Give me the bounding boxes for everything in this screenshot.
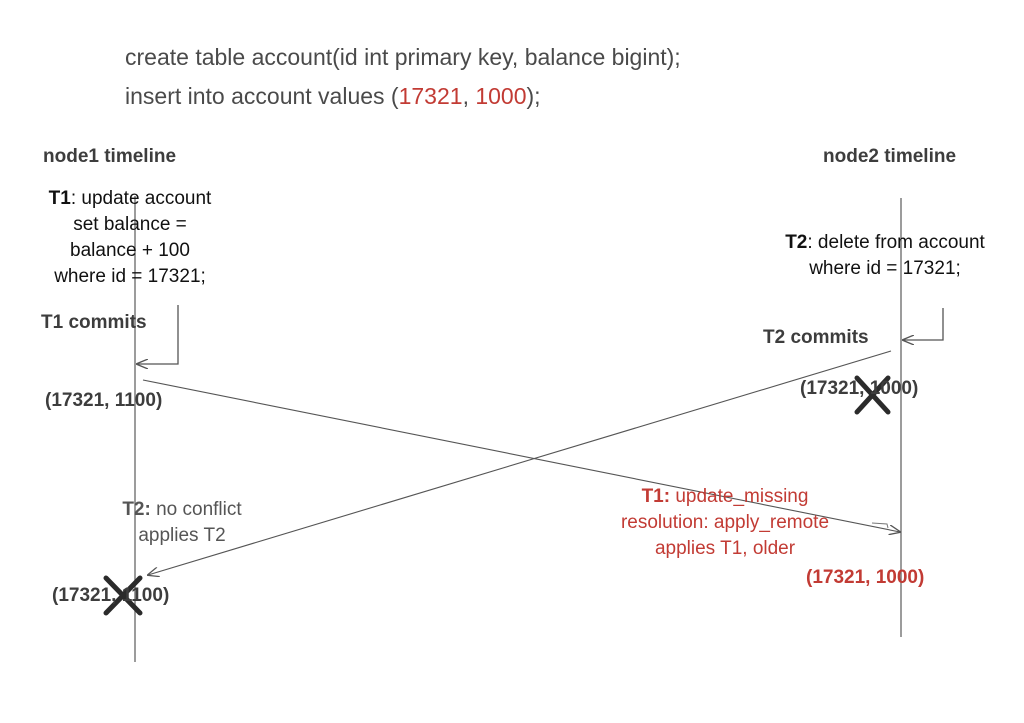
t1-arrival-tick xyxy=(871,522,889,529)
node1-tuple-final: (17321, 1100) xyxy=(52,585,170,606)
t2-statement-line-1: T2: delete from account xyxy=(755,230,1015,256)
t1-statement-line-4: where id = 17321; xyxy=(54,266,206,287)
t2-statement-line-2: where id = 17321; xyxy=(809,258,961,279)
t2-replication-arrow xyxy=(148,350,892,575)
t1-note-text-1: update_missing xyxy=(670,486,809,507)
t2-statement-text-1: : delete from account xyxy=(807,232,985,253)
sql-insert-statement: insert into account values (17321, 1000)… xyxy=(125,85,541,108)
node1-t2-note: T2: no conflict applies T2 xyxy=(82,497,282,549)
sql-insert-suffix: ); xyxy=(526,83,541,109)
node2-heading: node2 timeline xyxy=(823,146,957,167)
sql-create-statement: create table account(id int primary key,… xyxy=(125,44,681,70)
t1-statement-line-1: T1: update account xyxy=(30,186,230,212)
t2-note-line-1: T2: no conflict xyxy=(82,497,282,523)
x-cross-icon xyxy=(854,375,891,415)
t1-note-line-1: T1: update_missing xyxy=(590,484,860,510)
t1-statement-text-1: : update account xyxy=(70,188,212,209)
t1-note-label: T1: xyxy=(641,486,671,507)
node2-tuple-after-commit: (17321, 1000) xyxy=(800,378,919,399)
t2-label: T2 xyxy=(785,232,808,253)
t1-statement-line-2: set balance = xyxy=(73,214,187,235)
t2-note-line-2: applies T2 xyxy=(138,525,226,546)
x-cross-icon xyxy=(103,575,143,616)
sql-insert-sep: , xyxy=(462,83,476,109)
node1-commit-arrow xyxy=(137,305,179,364)
sql-insert-prefix: insert into account values ( xyxy=(125,83,399,109)
node2-t1-resolution-note: T1: update_missing resolution: apply_rem… xyxy=(590,484,860,562)
t1-replication-arrow xyxy=(142,379,900,532)
node2-tuple-final: (17321, 1000) xyxy=(806,567,925,588)
node1-heading: node1 timeline xyxy=(43,146,177,167)
node2-commit-label: T2 commits xyxy=(763,327,869,348)
node1-tuple-after-commit: (17321, 1100) xyxy=(45,390,163,411)
t1-note-line-2: resolution: apply_remote xyxy=(620,512,830,533)
t2-note-label: T2: xyxy=(122,499,151,520)
node2-commit-arrow xyxy=(903,308,944,340)
node1-t1-statement: T1: update account set balance = balance… xyxy=(30,186,230,290)
t2-note-text-1: no conflict xyxy=(150,499,242,520)
sql-insert-value: 1000 xyxy=(475,83,527,109)
sql-insert-id: 17321 xyxy=(398,83,463,109)
t1-label: T1 xyxy=(48,188,71,209)
t1-note-line-3: applies T1, older xyxy=(654,538,796,559)
node1-commit-label: T1 commits xyxy=(41,312,147,333)
t1-statement-line-3: balance + 100 xyxy=(70,240,190,261)
node2-t2-statement: T2: delete from account where id = 17321… xyxy=(755,230,1015,282)
